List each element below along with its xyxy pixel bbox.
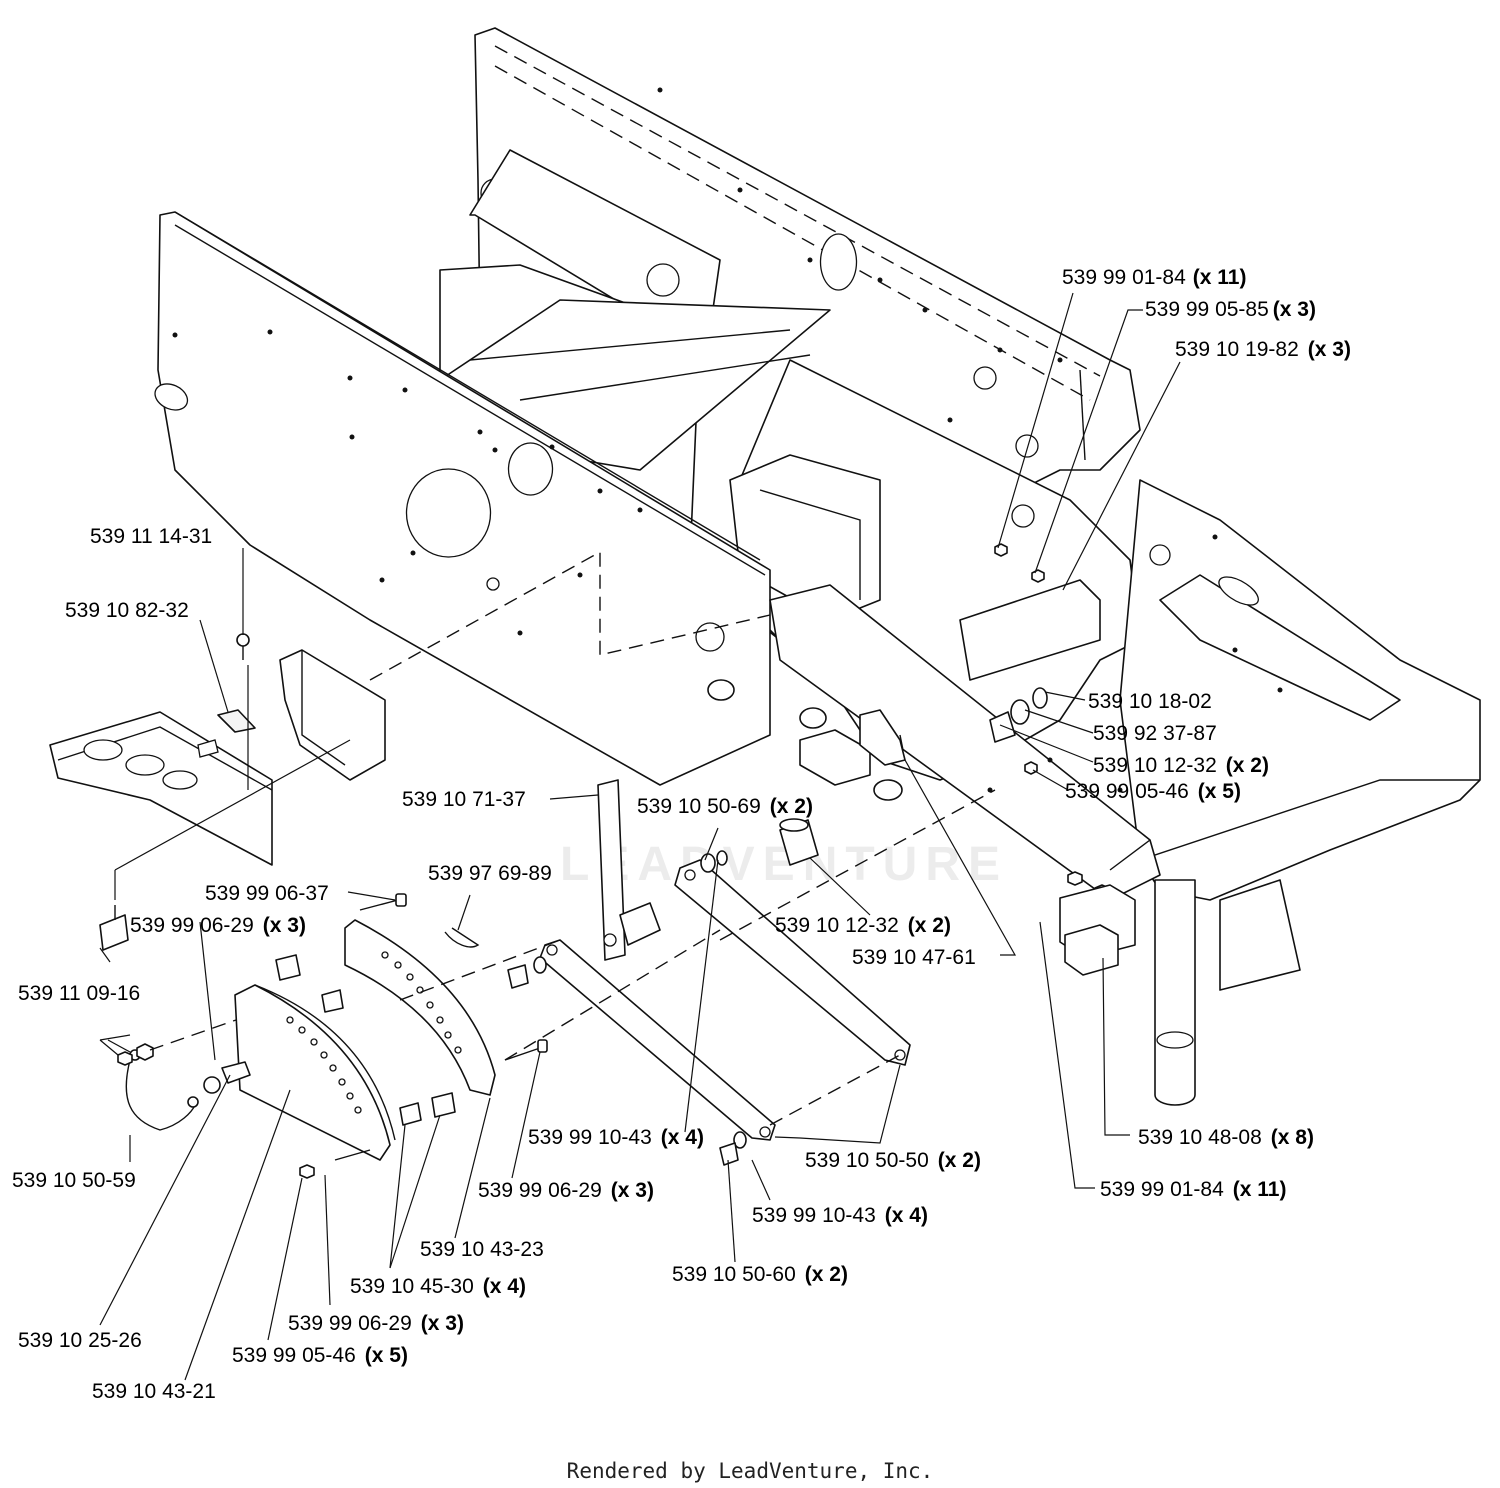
callout-16: 539 11 09-16	[18, 982, 140, 1005]
callout-1: 539 99 05-85(x 3)	[1145, 298, 1316, 321]
callout-13: 539 99 06-29(x 3)	[130, 914, 306, 937]
callout-7: 539 10 12-32(x 2)	[1093, 754, 1269, 777]
callout-26: 539 10 50-60(x 2)	[672, 1263, 848, 1286]
callout-8: 539 99 05-46(x 5)	[1065, 780, 1241, 803]
callout-4: 539 10 82-32	[65, 599, 189, 622]
leader-lines	[99, 292, 1181, 1381]
callout-27: 539 99 06-29(x 3)	[288, 1312, 464, 1335]
callout-9: 539 10 71-37	[402, 788, 526, 811]
callout-10: 539 10 50-69(x 2)	[637, 795, 813, 818]
loose-parts	[49, 543, 1136, 1179]
callout-5: 539 10 18-02	[1088, 690, 1212, 713]
callout-20: 539 10 50-59	[12, 1169, 136, 1192]
callout-labels: 539 99 01-84(x 11) 539 99 05-85(x 3) 539…	[12, 266, 1351, 1403]
plate-holes	[286, 951, 462, 1114]
callout-21: 539 99 06-29(x 3)	[478, 1179, 654, 1202]
callout-25: 539 10 45-30(x 4)	[350, 1275, 526, 1298]
callout-0: 539 99 01-84(x 11)	[1062, 266, 1246, 289]
callout-30: 539 10 43-21	[92, 1380, 216, 1403]
callout-29: 539 99 05-46(x 5)	[232, 1344, 408, 1367]
callout-2: 539 10 19-82(x 3)	[1175, 338, 1351, 361]
callout-15: 539 10 47-61	[852, 946, 976, 969]
callout-24: 539 10 43-23	[420, 1238, 544, 1261]
frame-holes	[172, 87, 1283, 793]
assembly-lines	[114, 550, 996, 1126]
callout-11: 539 97 69-89	[428, 862, 552, 885]
frame-assembly	[154, 27, 1481, 1106]
callout-18: 539 99 10-43(x 4)	[528, 1126, 704, 1149]
callout-23: 539 99 10-43(x 4)	[752, 1204, 928, 1227]
watermark: LEADVENTURE	[560, 838, 1008, 891]
callout-6: 539 92 37-87	[1093, 722, 1217, 745]
footer-credit: Rendered by LeadVenture, Inc.	[567, 1459, 934, 1483]
callout-22: 539 99 01-84(x 11)	[1100, 1178, 1286, 1201]
callout-14: 539 10 12-32(x 2)	[775, 914, 951, 937]
callout-12: 539 99 06-37	[205, 882, 329, 905]
callout-19: 539 10 50-50(x 2)	[805, 1149, 981, 1172]
callout-28: 539 10 25-26	[18, 1329, 142, 1352]
callout-17: 539 10 48-08(x 8)	[1138, 1126, 1314, 1149]
callout-3: 539 11 14-31	[90, 525, 212, 548]
